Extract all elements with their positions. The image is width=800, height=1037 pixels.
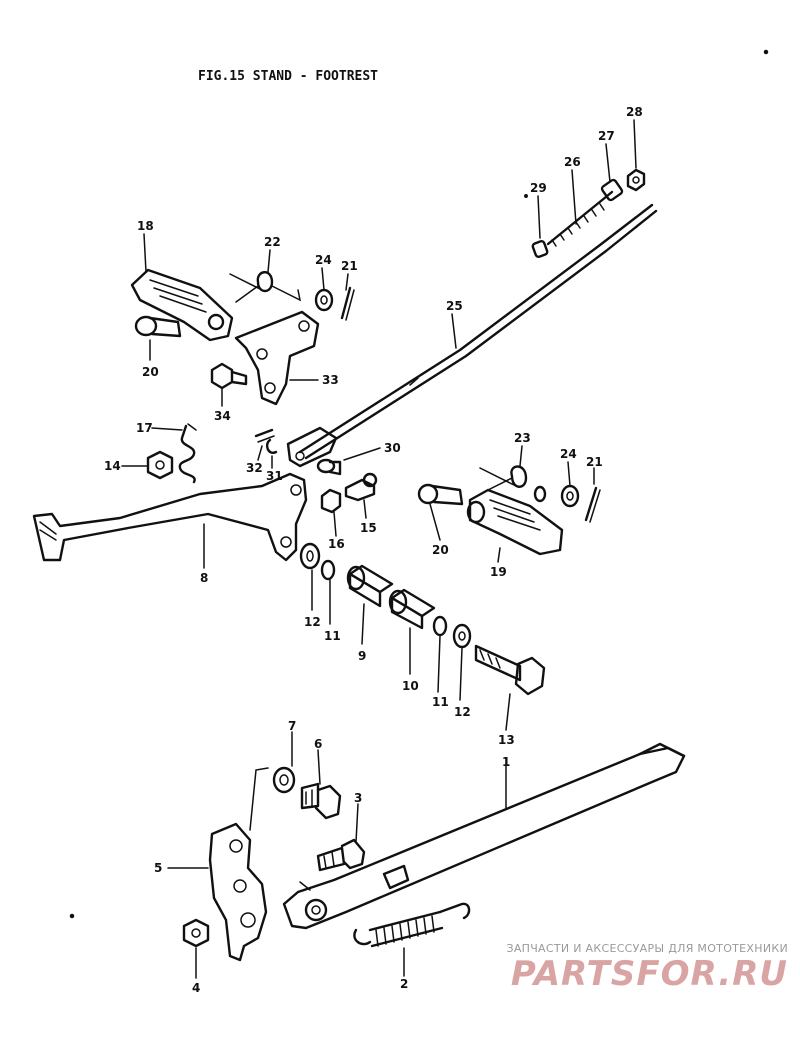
part-30-pin bbox=[316, 458, 342, 476]
callout-16: 16 bbox=[328, 537, 345, 551]
part-11-washer-left bbox=[320, 559, 336, 581]
callout-20-right: 20 bbox=[432, 543, 449, 557]
figure-title: FIG.15 STAND - FOOTREST bbox=[198, 69, 378, 84]
scan-dot bbox=[763, 49, 769, 55]
callout-8: 8 bbox=[200, 571, 208, 585]
callout-34: 34 bbox=[214, 409, 231, 423]
leader-lines bbox=[121, 119, 637, 979]
part-11-washer-right bbox=[432, 615, 448, 637]
part-24-washer-left bbox=[314, 288, 334, 312]
callout-5: 5 bbox=[154, 861, 162, 875]
callout-28: 28 bbox=[626, 105, 643, 119]
callout-27: 27 bbox=[598, 129, 615, 143]
part-18-left-footrest bbox=[130, 268, 234, 342]
part-8-lever bbox=[32, 472, 308, 562]
callout-22: 22 bbox=[264, 235, 281, 249]
part-27-nut bbox=[600, 178, 624, 202]
part-20-pin-left bbox=[134, 315, 182, 338]
part-1-side-stand bbox=[282, 742, 686, 930]
part-24-washer-right bbox=[560, 484, 580, 508]
callout-21: 21 bbox=[341, 259, 358, 273]
callout-19: 19 bbox=[490, 565, 507, 579]
callout-3: 3 bbox=[354, 791, 362, 805]
callout-17: 17 bbox=[136, 421, 153, 435]
callout-15: 15 bbox=[360, 521, 377, 535]
part-15-bolt bbox=[344, 472, 378, 502]
callout-23: 23 bbox=[514, 431, 531, 445]
part-16-nut bbox=[320, 488, 342, 514]
part-28-nut bbox=[626, 168, 646, 192]
callout-12-left: 12 bbox=[304, 615, 321, 629]
part-2-spring bbox=[353, 902, 471, 948]
rod-clevis bbox=[286, 426, 338, 468]
callout-7: 7 bbox=[288, 719, 296, 733]
callout-11-left: 11 bbox=[324, 629, 341, 643]
watermark-brand-logo: PARTSFOR.RU bbox=[510, 954, 788, 994]
part-33-bracket bbox=[234, 310, 320, 406]
part-29-pin bbox=[531, 240, 549, 258]
callout-29: 29 bbox=[530, 181, 547, 195]
part-25-rod bbox=[298, 203, 658, 460]
callout-1: 1 bbox=[502, 755, 510, 769]
part-17-spring bbox=[178, 423, 197, 484]
watermark: ЗАПЧАСТИ И АКСЕССУАРЫ ДЛЯ МОТОТЕХНИКИ PA… bbox=[488, 942, 788, 993]
part-22-spring bbox=[229, 271, 302, 303]
part-9-bushing bbox=[346, 564, 394, 608]
part-12-washer-right bbox=[452, 623, 472, 649]
part-5-bracket bbox=[208, 822, 268, 962]
callout-9: 9 bbox=[358, 649, 366, 663]
part-4-nut bbox=[182, 918, 210, 948]
part-20-pin-right bbox=[417, 483, 464, 506]
callout-25: 25 bbox=[446, 299, 463, 313]
callout-6: 6 bbox=[314, 737, 322, 751]
part-3-bolt bbox=[316, 838, 366, 872]
callout-2: 2 bbox=[400, 977, 408, 991]
scan-dot bbox=[69, 913, 75, 919]
callout-12-right: 12 bbox=[454, 705, 471, 719]
callout-31: 31 bbox=[266, 469, 283, 483]
callout-10: 10 bbox=[402, 679, 419, 693]
part-6-bolt bbox=[300, 782, 342, 820]
scan-dot bbox=[524, 194, 528, 198]
part-21-cotter-pin-left bbox=[340, 286, 355, 321]
part-23-spring bbox=[479, 465, 547, 503]
callout-32: 32 bbox=[246, 461, 263, 475]
part-21-cotter-pin-right bbox=[584, 486, 601, 523]
part-32-pin bbox=[254, 428, 275, 443]
part-12-washer-left bbox=[299, 542, 321, 570]
part-26-spring-rod bbox=[546, 190, 614, 247]
callout-30: 30 bbox=[384, 441, 401, 455]
part-19-right-footrest bbox=[466, 488, 564, 556]
callout-26: 26 bbox=[564, 155, 581, 169]
callout-18: 18 bbox=[137, 219, 154, 233]
callout-4: 4 bbox=[192, 981, 200, 995]
callout-11-right: 11 bbox=[432, 695, 449, 709]
callout-24: 24 bbox=[315, 253, 332, 267]
callout-21-right: 21 bbox=[586, 455, 603, 469]
part-7-washer bbox=[272, 766, 296, 794]
part-34-bolt bbox=[210, 362, 248, 390]
part-13-bolt bbox=[474, 644, 546, 696]
callout-13: 13 bbox=[498, 733, 515, 747]
callout-labels: 18 22 24 21 20 34 33 25 29 26 27 28 17 1… bbox=[104, 105, 643, 995]
part-31-clip bbox=[265, 438, 278, 454]
callout-24-right: 24 bbox=[560, 447, 577, 461]
callout-33: 33 bbox=[322, 373, 339, 387]
callout-14: 14 bbox=[104, 459, 121, 473]
watermark-tagline: ЗАПЧАСТИ И АКСЕССУАРЫ ДЛЯ МОТОТЕХНИКИ bbox=[506, 942, 788, 955]
part-10-bushing bbox=[388, 588, 436, 630]
part-14-nut bbox=[146, 450, 174, 480]
callout-20: 20 bbox=[142, 365, 159, 379]
